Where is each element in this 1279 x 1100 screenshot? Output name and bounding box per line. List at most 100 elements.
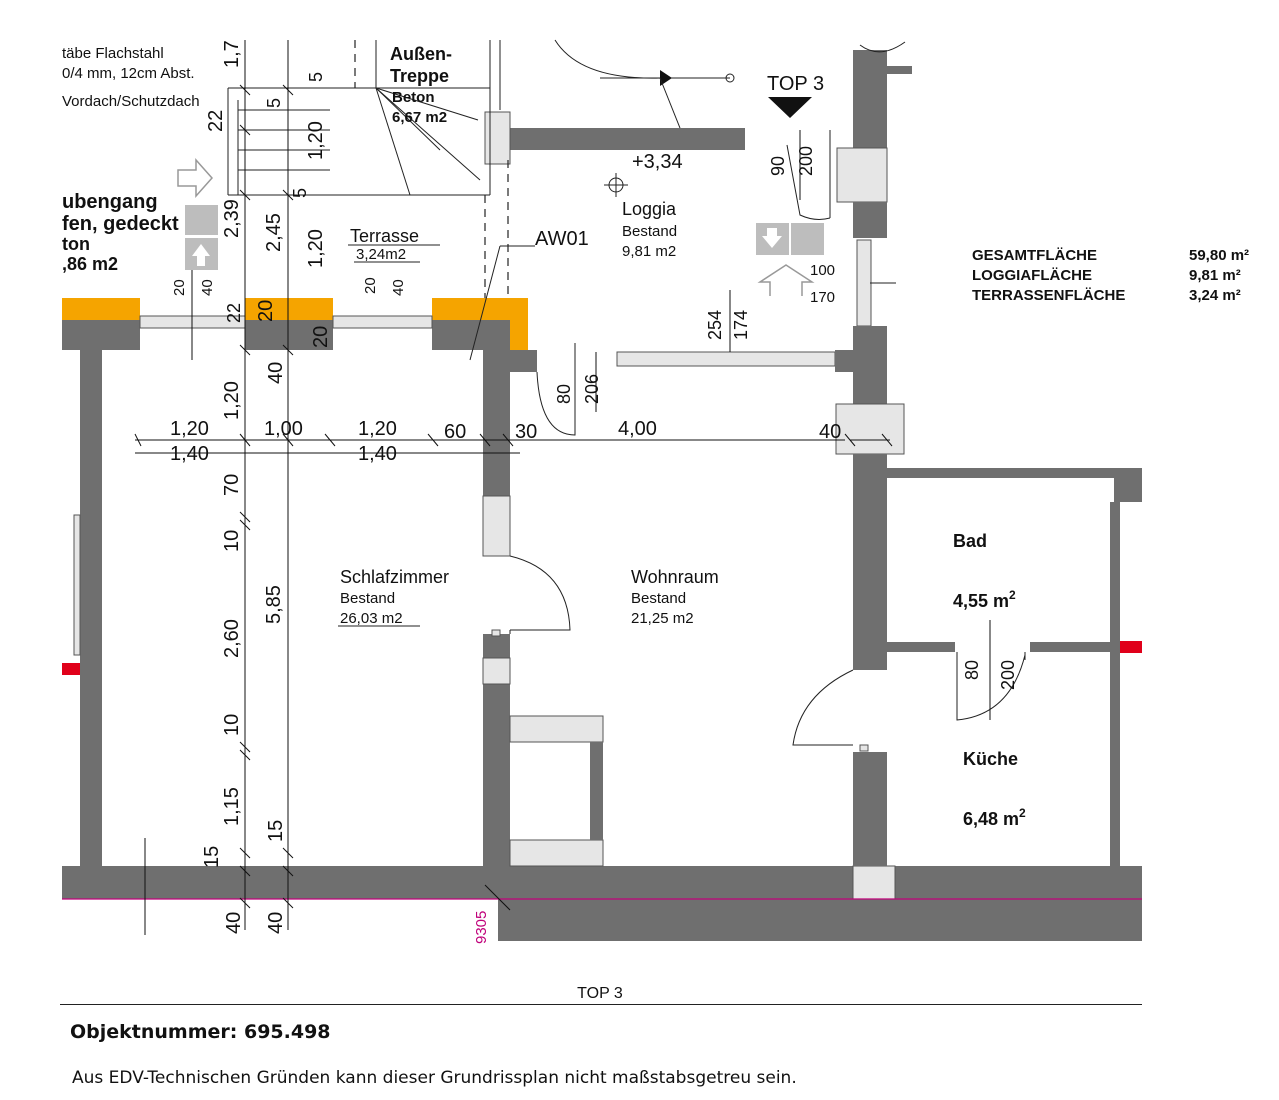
rail-label-2: 0/4 mm, 12cm Abst. xyxy=(62,65,195,82)
dim-door-80: 80 xyxy=(554,384,574,404)
caption-rule xyxy=(60,1004,1142,1005)
dim-win-254: 254 xyxy=(705,310,725,340)
room-kueche-area: 6,48 m xyxy=(963,809,1019,829)
svg-text:4,55 m2: 4,55 m2 xyxy=(953,588,1016,611)
dim-v-10b: 10 xyxy=(221,714,243,736)
wall-loggia-win-left xyxy=(510,350,537,372)
room-wohnraum-area: 21,25 m2 xyxy=(631,610,694,627)
dim-v-40e: 40 xyxy=(265,912,287,934)
dim-bad-200: 200 xyxy=(998,660,1018,690)
wall-partition-upper xyxy=(483,350,510,496)
dim-h-400: 4,00 xyxy=(618,418,657,440)
room-schlafzimmer-area: 26,03 m2 xyxy=(340,610,403,627)
summary-value-2: 9,81 m² xyxy=(1189,267,1241,284)
dim-v-170: 1,7 xyxy=(221,40,243,68)
dim-h-60: 60 xyxy=(444,421,466,443)
dim-v-260: 2,60 xyxy=(221,619,243,658)
wall-bad-top xyxy=(887,468,1142,478)
wall-east xyxy=(1110,502,1120,866)
facade-wall-2 xyxy=(245,320,333,350)
rail-label-1: täbe Flachstahl xyxy=(62,45,164,62)
dim-v-40d: 40 xyxy=(223,912,245,934)
level-marker: +3,34 xyxy=(632,151,683,173)
room-bad-name: Bad xyxy=(953,531,987,551)
disclaimer: Aus EDV-Technischen Gründen kann dieser … xyxy=(72,1068,797,1088)
dim-v-115: 1,15 xyxy=(221,787,243,826)
window-2 xyxy=(332,315,433,329)
dim-h-40: 40 xyxy=(819,421,841,443)
dim-v-40c: 40 xyxy=(265,362,287,384)
stair-label-3: Beton xyxy=(392,89,435,106)
wall-right-3 xyxy=(853,326,887,404)
room-loggia-name: Loggia xyxy=(622,199,677,219)
object-number: Objektnummer: 695.498 xyxy=(70,1021,331,1043)
doors xyxy=(491,555,1026,752)
dimension-lines xyxy=(134,40,991,935)
dim-v-120b: 1,20 xyxy=(305,229,327,268)
dim-v-40b: 40 xyxy=(390,279,407,296)
svg-text:6,48 m2: 6,48 m2 xyxy=(963,806,1026,829)
dim-v-20c: 20 xyxy=(255,300,277,322)
summary-label-3: TERRASSENFLÄCHE xyxy=(972,287,1125,304)
dim-h-bot-2: 1,40 xyxy=(358,443,397,465)
summary-value-1: 59,80 m² xyxy=(1189,247,1249,264)
window-loggia xyxy=(616,351,836,367)
wall-right-4 xyxy=(853,454,887,670)
dim-door-90: 90 xyxy=(768,156,788,176)
wall-loggia-top xyxy=(510,128,745,150)
summary-label-2: LOGGIAFLÄCHE xyxy=(972,267,1092,284)
wall-loggia-win-right xyxy=(835,350,853,372)
gang-label-3: ton xyxy=(62,234,90,254)
dim-v-20d: 20 xyxy=(310,326,332,348)
gang-label-2: fen, gedeckt xyxy=(62,213,179,235)
window-left xyxy=(73,514,81,656)
dim-h-top-2: 1,00 xyxy=(264,418,303,440)
room-bad-area-sup: 2 xyxy=(1009,588,1016,602)
dim-v-20a: 20 xyxy=(171,279,188,296)
chimney-side xyxy=(590,742,603,840)
summary-label-1: GESAMTFLÄCHE xyxy=(972,247,1097,264)
stair-label-1: Außen- xyxy=(390,44,452,64)
gang-label-1: ubengang xyxy=(62,191,158,213)
red-mark-left xyxy=(62,663,80,675)
dim-door-200: 200 xyxy=(796,146,816,176)
facade-orange-mid xyxy=(245,298,333,320)
facade-orange-left xyxy=(62,298,140,320)
dim-h-bot-1: 1,40 xyxy=(170,443,209,465)
dim-bad-80: 80 xyxy=(962,660,982,680)
plan-caption: TOP 3 xyxy=(577,985,623,1002)
dim-v-5b: 5 xyxy=(264,98,284,108)
chimney-bottom xyxy=(509,839,604,867)
dim-v-120c: 1,20 xyxy=(221,381,243,420)
wall-bad-kueche-2 xyxy=(1030,642,1110,652)
room-schlafzimmer-name: Schlafzimmer xyxy=(340,567,449,587)
window-right xyxy=(856,239,872,327)
dim-v-22a: 22 xyxy=(205,110,227,132)
dim-v100: 100 xyxy=(810,262,835,279)
text-labels: täbe Flachstahl 0/4 mm, 12cm Abst. Vorda… xyxy=(62,40,1249,944)
room-kueche-name: Küche xyxy=(963,749,1018,769)
walls xyxy=(62,50,1142,941)
dim-h-30: 30 xyxy=(515,421,537,443)
room-wohnraum-name: Wohnraum xyxy=(631,567,719,587)
wall-bottom xyxy=(62,866,1142,899)
facade-orange-corner xyxy=(510,298,528,350)
room-kueche-area-sup: 2 xyxy=(1019,806,1026,820)
dim-win-174: 174 xyxy=(731,310,751,340)
room-wohnraum-status: Bestand xyxy=(631,590,686,607)
dim-h-top-1: 1,20 xyxy=(170,418,209,440)
rail-label-3: Vordach/Schutzdach xyxy=(62,93,200,110)
dim-v-10a: 10 xyxy=(221,530,243,552)
facade-wall-1 xyxy=(62,320,140,350)
partition-niche xyxy=(482,657,511,685)
dim-v170: 170 xyxy=(810,289,835,306)
room-schlafzimmer-status: Bestand xyxy=(340,590,395,607)
room-terrasse-name: Terrasse xyxy=(350,226,419,246)
loggia-pillar xyxy=(484,111,511,165)
wall-opening-bottom xyxy=(852,865,896,900)
dim-v-120a: 1,20 xyxy=(305,121,327,160)
wall-right-5 xyxy=(853,752,887,866)
wall-bad-kueche-1 xyxy=(887,642,955,652)
dim-v-239: 2,39 xyxy=(221,199,243,238)
